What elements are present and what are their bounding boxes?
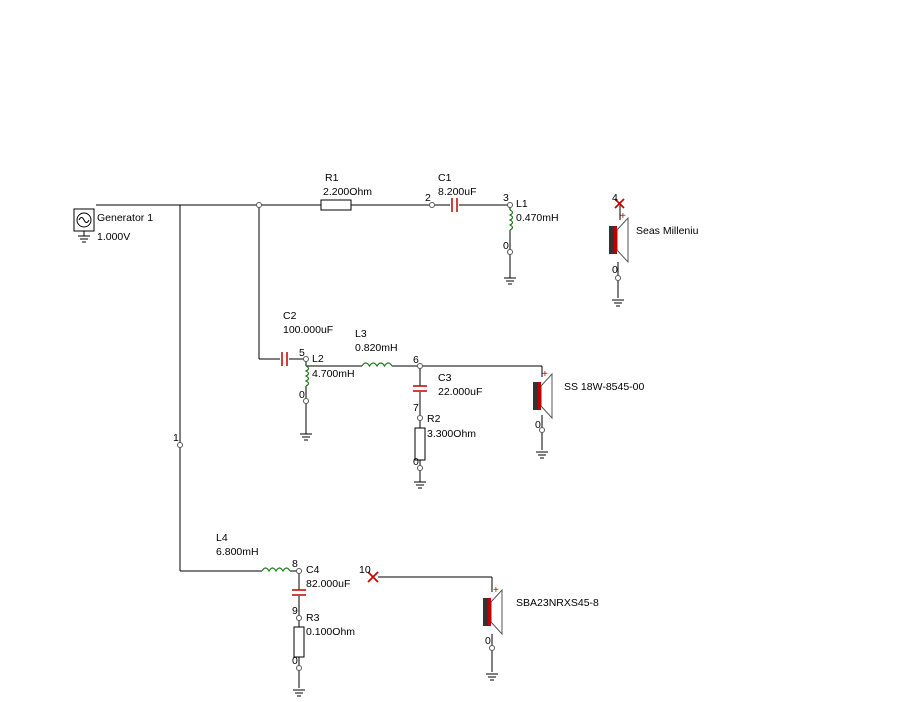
node-label-0: 0 xyxy=(485,635,491,647)
ground-icon xyxy=(504,272,516,285)
node-dot xyxy=(177,442,183,448)
speaker-seas-millenium[interactable]: + Seas Milleniu xyxy=(609,211,699,264)
c4-ref: C4 xyxy=(306,564,320,576)
c1-value: 8.200uF xyxy=(438,186,477,198)
speaker-ss-18w[interactable]: + SS 18W-8545-00 xyxy=(533,369,645,420)
resistor-r3[interactable]: R3 0.100Ohm xyxy=(293,612,355,658)
ground-icon xyxy=(293,689,305,697)
ground-icon xyxy=(78,235,90,243)
l2-ref: L2 xyxy=(312,353,324,365)
node-label-2: 2 xyxy=(425,192,431,204)
node-dot xyxy=(507,249,513,255)
node-dot xyxy=(417,415,423,421)
speaker-sba23[interactable]: + SBA23NRXS45-8 xyxy=(483,585,599,636)
node-dot xyxy=(507,202,513,208)
node-dot xyxy=(417,465,423,471)
c1-ref: C1 xyxy=(438,172,452,184)
generator-1[interactable]: Generator 1 1.000V xyxy=(73,208,153,243)
c3-ref: C3 xyxy=(438,372,452,384)
spk2-name: SS 18W-8545-00 xyxy=(564,381,645,393)
node-label-0: 0 xyxy=(299,389,305,401)
ground-icon xyxy=(612,299,624,307)
r2-value: 3.300Ohm xyxy=(427,428,476,440)
node-label-4: 4 xyxy=(612,192,618,204)
generator-name: Generator 1 xyxy=(97,212,153,224)
spk3-plus: + xyxy=(493,585,499,596)
r2-ref: R2 xyxy=(427,413,441,425)
capacitor-c3[interactable]: C3 22.000uF xyxy=(413,372,482,398)
c4-value: 82.000uF xyxy=(306,578,350,590)
node-dot xyxy=(303,356,309,362)
l2-value: 4.700mH xyxy=(312,368,355,380)
ground-icon xyxy=(536,451,548,459)
node-dot xyxy=(489,645,495,651)
l3-value: 0.820mH xyxy=(355,342,398,354)
wires xyxy=(83,203,621,688)
c2-ref: C2 xyxy=(283,310,297,322)
l1-ref: L1 xyxy=(516,198,528,210)
c3-value: 22.000uF xyxy=(438,386,482,398)
node-dot xyxy=(296,665,302,671)
spk2-plus: + xyxy=(542,369,548,380)
node-label-0: 0 xyxy=(292,655,298,667)
node-dot xyxy=(296,615,302,621)
generator-value: 1.000V xyxy=(97,231,130,243)
node-label-8: 8 xyxy=(292,558,298,570)
r3-ref: R3 xyxy=(306,612,320,624)
l4-ref: L4 xyxy=(216,532,228,544)
node-labels: 1 2 3 4 5 6 7 8 9 10 0 0 0 0 0 0 0 xyxy=(173,192,618,667)
l1-value: 0.470mH xyxy=(516,212,559,224)
r1-value: 2.200Ohm xyxy=(323,186,372,198)
r1-ref: R1 xyxy=(325,172,339,184)
disconnected-x-icon xyxy=(367,571,379,583)
capacitor-c1[interactable]: C1 8.200uF xyxy=(438,172,477,212)
node-dot xyxy=(417,363,423,369)
node-label-0: 0 xyxy=(413,456,419,468)
r3-value: 0.100Ohm xyxy=(306,626,355,638)
node-label-10: 10 xyxy=(359,564,371,576)
node-dot xyxy=(539,427,545,433)
capacitor-c4[interactable]: C4 82.000uF xyxy=(292,564,350,596)
node-dot xyxy=(256,202,262,208)
disconnected-x-icon xyxy=(614,198,625,209)
inductor-l4[interactable]: L4 6.800mH xyxy=(216,532,291,573)
node-label-9: 9 xyxy=(292,605,298,617)
spk3-name: SBA23NRXS45-8 xyxy=(516,597,599,609)
node-label-7: 7 xyxy=(413,402,419,414)
node-dot xyxy=(429,202,435,208)
node-dots xyxy=(177,202,621,671)
c2-value: 100.000uF xyxy=(283,324,333,336)
sine-wave-icon xyxy=(78,217,90,223)
node-dot xyxy=(303,398,309,404)
capacitor-c2[interactable]: C2 100.000uF xyxy=(281,310,333,366)
inductor-l1[interactable]: L1 0.470mH xyxy=(508,198,559,231)
node-label-0: 0 xyxy=(535,419,541,431)
ground-icon xyxy=(486,673,498,681)
node-label-0: 0 xyxy=(503,240,509,252)
resistor-r2[interactable]: R2 3.300Ohm xyxy=(414,413,476,461)
ground-icon xyxy=(300,428,312,441)
inductor-l2[interactable]: L2 4.700mH xyxy=(304,353,355,387)
node-label-5: 5 xyxy=(299,347,305,359)
node-label-0: 0 xyxy=(612,264,618,276)
node-label-1: 1 xyxy=(173,432,179,444)
node-dot xyxy=(615,275,621,281)
node-dot xyxy=(296,568,302,574)
ground-icon xyxy=(414,478,426,489)
inductor-l3[interactable]: L3 0.820mH xyxy=(355,328,398,368)
ground-symbols xyxy=(78,235,624,697)
resistor-r1[interactable]: R1 2.200Ohm xyxy=(320,172,372,211)
l3-ref: L3 xyxy=(355,328,367,340)
spk1-plus: + xyxy=(620,211,626,222)
spk1-name: Seas Milleniu xyxy=(636,225,699,237)
node-label-3: 3 xyxy=(503,192,509,204)
node-label-6: 6 xyxy=(413,354,419,366)
l4-value: 6.800mH xyxy=(216,546,259,558)
